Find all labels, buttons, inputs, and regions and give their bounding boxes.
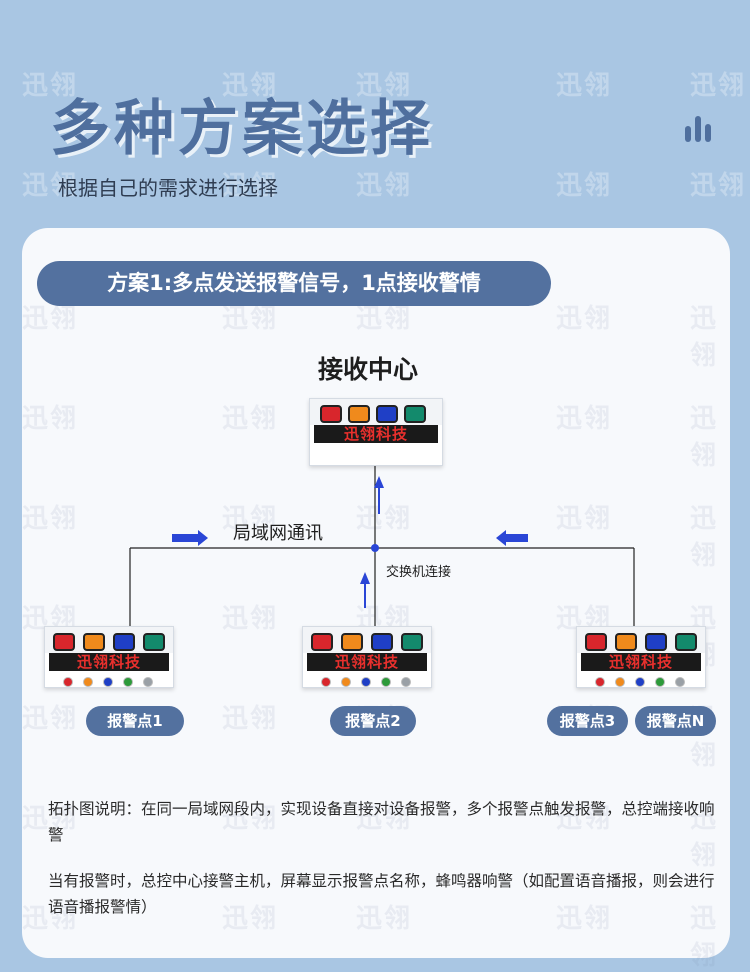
indicator-light: [371, 633, 393, 651]
indicator-light: [53, 633, 75, 651]
flow-arrows: [172, 476, 528, 608]
arrow-right: [172, 530, 208, 546]
indicator-light: [645, 633, 667, 651]
watermark-text: 迅翎: [690, 71, 747, 101]
indicator-light-red: [320, 405, 342, 423]
indicator-light: [311, 633, 333, 651]
alarm-point-1-label: 报警点1: [86, 706, 184, 736]
indicator-light: [143, 633, 165, 651]
panel-button-icon: [675, 677, 685, 687]
led-display: 迅翎科技: [581, 653, 701, 671]
alarm-point-3-label: 报警点3: [547, 706, 628, 736]
indicator-light: [675, 633, 697, 651]
indicator-light: [113, 633, 135, 651]
panel-button-icon: [615, 677, 625, 687]
watermark-text: 迅翎: [690, 171, 747, 201]
panel-button-icon: [83, 677, 93, 687]
alarm-device-1: 迅翎科技: [44, 626, 174, 688]
alarm-description: 当有报警时，总控中心接警主机，屏幕显示报警点名称，蜂鸣器响警（如配置语音播报，则…: [48, 872, 715, 916]
panel-button-icon: [635, 677, 645, 687]
indicator-light: [341, 633, 363, 651]
indicator-light-orange: [348, 405, 370, 423]
panel-button-icon: [655, 677, 665, 687]
alarm-device-3: 迅翎科技: [576, 626, 706, 688]
page-subtitle: 根据自己的需求进行选择: [58, 176, 278, 200]
watermark-text: 迅翎: [556, 171, 613, 201]
alarm-point-2-label: 报警点2: [330, 706, 416, 736]
indicator-light-blue: [376, 405, 398, 423]
indicator-light: [615, 633, 637, 651]
page-title: 多种方案选择: [50, 94, 434, 164]
panel-button-icon: [595, 677, 605, 687]
led-display: 迅翎科技: [314, 425, 438, 443]
panel-button-icon: [381, 677, 391, 687]
panel-button-icon: [401, 677, 411, 687]
switch-node: [371, 544, 379, 552]
watermark-text: 迅翎: [22, 704, 79, 734]
panel-button-icon: [63, 677, 73, 687]
panel-button-icon: [123, 677, 133, 687]
panel-button-icon: [321, 677, 331, 687]
led-display: 迅翎科技: [49, 653, 169, 671]
arrow-up-alarm-2: [360, 572, 370, 608]
alarm-device-2: 迅翎科技: [302, 626, 432, 688]
panel-button-icon: [341, 677, 351, 687]
receiving-center-label: 接收中心: [318, 355, 419, 384]
receiving-center-device: 迅翎科技: [309, 398, 443, 466]
brand-logo-icon: [685, 116, 715, 142]
topology-lines: [129, 464, 635, 626]
panel-button-icon: [103, 677, 113, 687]
watermark-text: 迅翎: [356, 171, 413, 201]
topology-description: 拓扑图说明：在同一局域网段内，实现设备直接对设备报警，多个报警点触发报警，总控端…: [48, 800, 715, 844]
arrow-left: [496, 530, 528, 546]
indicator-light: [585, 633, 607, 651]
panel-button-icon: [361, 677, 371, 687]
arrow-up-center: [374, 476, 384, 514]
led-display: 迅翎科技: [307, 653, 427, 671]
watermark-text: 迅翎: [556, 71, 613, 101]
network-label: 局域网通讯: [233, 523, 323, 544]
watermark-text: 迅翎: [222, 704, 279, 734]
switch-label: 交换机连接: [386, 565, 452, 580]
alarm-point-n-label: 报警点N: [635, 706, 716, 736]
indicator-light-green: [404, 405, 426, 423]
indicator-light: [401, 633, 423, 651]
panel-button-icon: [143, 677, 153, 687]
scheme-title-pill: 方案1:多点发送报警信号，1点接收警情: [37, 261, 551, 306]
scheme-card: 迅翎迅翎迅翎迅翎迅翎迅翎迅翎迅翎迅翎迅翎迅翎迅翎迅翎迅翎迅翎迅翎迅翎迅翎迅翎迅翎…: [22, 228, 730, 971]
indicator-light: [83, 633, 105, 651]
